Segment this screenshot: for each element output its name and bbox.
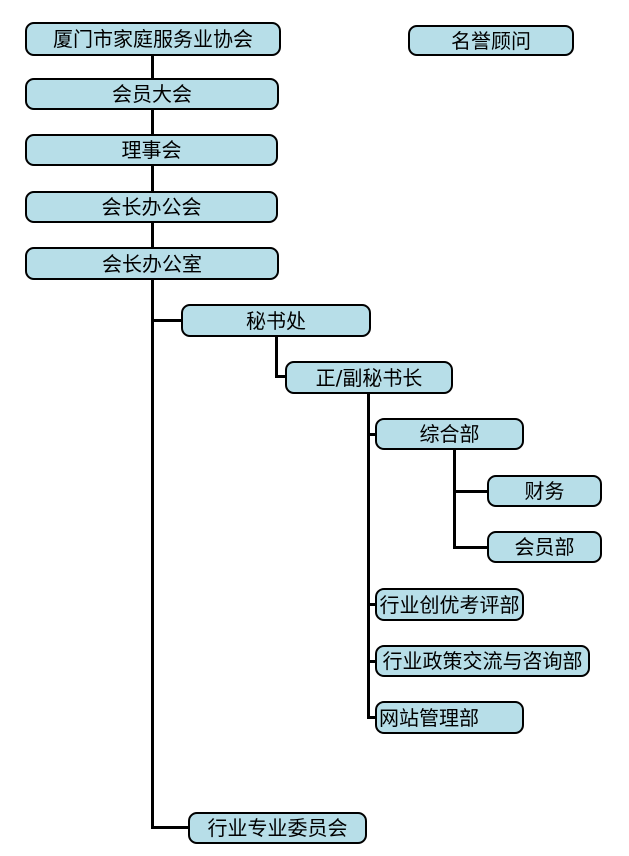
node-industry-excellence-department-label: 行业创优考评部 — [379, 592, 520, 617]
connector-stub-membership-department — [453, 546, 487, 549]
node-industry-committee: 行业专业委员会 — [188, 812, 367, 844]
node-industry-excellence-department: 行业创优考评部 — [375, 588, 524, 621]
connector-stub-industry-policy-department — [367, 660, 375, 663]
connector-association-member-assembly — [151, 56, 154, 78]
connector-stub-industry-excellence-department — [367, 603, 375, 606]
node-membership-department: 会员部 — [487, 531, 602, 563]
node-website-department-label: 网站管理部 — [379, 705, 479, 730]
node-general-department: 综合部 — [375, 418, 524, 450]
node-association-label: 厦门市家庭服务业协会 — [53, 27, 253, 51]
node-industry-committee-label: 行业专业委员会 — [207, 816, 348, 840]
node-council: 理事会 — [25, 134, 278, 166]
connector-stub-finance — [453, 490, 487, 493]
node-member-assembly-label: 会员大会 — [112, 82, 192, 106]
connector-stub-general-department — [367, 433, 375, 436]
node-membership-department-label: 会员部 — [514, 535, 575, 559]
node-president-office-label: 会长办公室 — [102, 251, 202, 276]
node-website-department: 网站管理部 — [375, 701, 524, 734]
node-association: 厦门市家庭服务业协会 — [25, 22, 281, 56]
connector-secretariat-down — [275, 337, 278, 378]
node-president-office-meeting-label: 会长办公会 — [101, 195, 202, 219]
node-finance: 财务 — [487, 475, 602, 507]
node-president-office: 会长办公室 — [25, 247, 279, 280]
node-secretariat: 秘书处 — [181, 304, 371, 337]
node-industry-policy-department-label: 行业政策交流与咨询部 — [382, 649, 583, 673]
connector-trunk-president-office — [151, 280, 154, 829]
node-president-office-meeting: 会长办公会 — [25, 191, 278, 223]
node-secretary-general-label: 正/副秘书长 — [315, 365, 423, 390]
node-finance-label: 财务 — [524, 479, 565, 503]
connector-stub-secretariat — [151, 319, 181, 322]
connector-stub-industry-committee — [151, 826, 188, 829]
node-honorary-advisor-label: 名誉顾问 — [451, 28, 531, 53]
node-member-assembly: 会员大会 — [25, 78, 279, 110]
node-secretary-general: 正/副秘书长 — [285, 361, 453, 394]
connector-stub-website-department — [367, 716, 375, 719]
connector-stub-secretary-general — [275, 375, 285, 378]
node-industry-policy-department: 行业政策交流与咨询部 — [375, 645, 590, 677]
connector-president-office-meeting-president-office — [151, 223, 154, 247]
connector-council-president-office-meeting — [151, 166, 154, 191]
node-honorary-advisor: 名誉顾问 — [408, 25, 574, 56]
node-secretariat-label: 秘书处 — [246, 308, 306, 333]
connector-secretary-general-down — [367, 394, 370, 719]
node-council-label: 理事会 — [121, 138, 182, 162]
node-general-department-label: 综合部 — [419, 422, 480, 446]
connector-general-department-down — [453, 450, 456, 548]
connector-member-assembly-council — [151, 110, 154, 134]
